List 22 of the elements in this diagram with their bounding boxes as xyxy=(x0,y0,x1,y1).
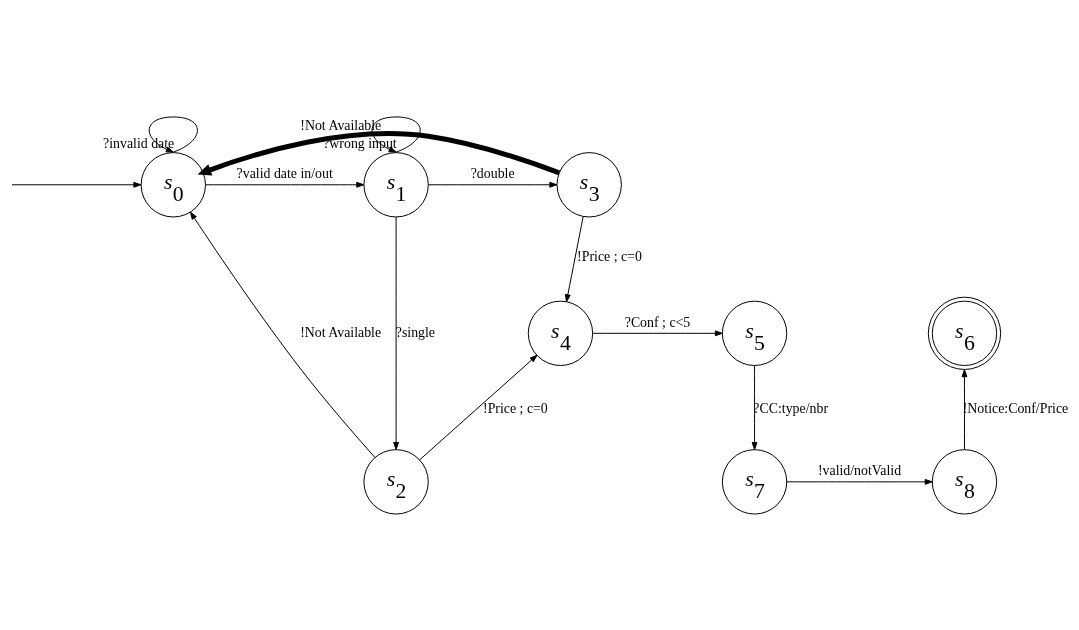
edge-label: !Not Available xyxy=(300,117,382,133)
edge-label: ?valid date in/out xyxy=(236,165,333,181)
arrow xyxy=(197,130,561,175)
edge-label: ?invalid date xyxy=(103,135,175,151)
arrow xyxy=(148,115,198,153)
edge-label: ?Conf ; c<5 xyxy=(624,314,691,330)
arrow xyxy=(592,329,723,336)
edge-label: !Price ; c=0 xyxy=(577,248,642,264)
arrow xyxy=(427,181,558,188)
arrow xyxy=(393,216,399,450)
arrow xyxy=(564,215,584,302)
edge-label: !Not Available xyxy=(300,324,382,340)
arrow xyxy=(205,181,365,188)
edge-label: !Price ; c=0 xyxy=(483,400,548,416)
edge-label: !valid/notValid xyxy=(817,462,902,478)
edge-label: ?double xyxy=(470,165,515,181)
arrow xyxy=(961,368,968,450)
arrow xyxy=(751,364,758,450)
arrow xyxy=(13,181,142,188)
arrow xyxy=(419,354,538,460)
arrow xyxy=(190,211,376,458)
arrow xyxy=(786,478,933,485)
